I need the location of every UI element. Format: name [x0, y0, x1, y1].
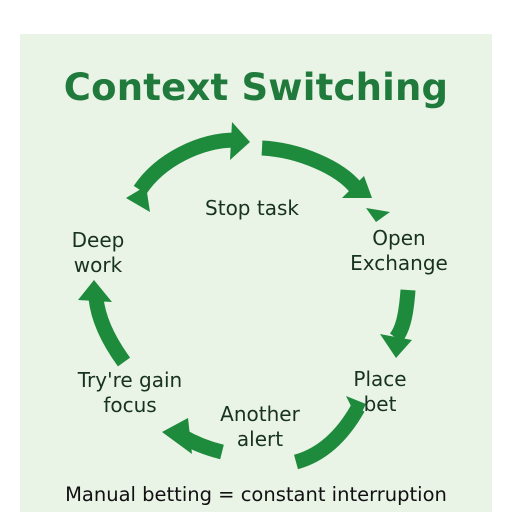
diagram-background	[20, 34, 492, 512]
footer-caption: Manual betting = constant interruption	[65, 483, 447, 506]
step-another-alert: Another alert	[200, 402, 320, 452]
step-another-alert-line2: alert	[236, 427, 284, 451]
step-open-exchange: Open Exchange	[334, 226, 464, 276]
step-deep-work-line1: Deep	[71, 228, 125, 252]
arrow-stop-to-open	[261, 140, 390, 222]
step-stop-task: Stop task	[182, 196, 322, 221]
step-try-regain-focus-line2: focus	[103, 393, 157, 417]
step-place-bet: Place bet	[330, 367, 430, 417]
arrow-open-to-place	[380, 289, 416, 358]
step-try-regain-focus-line1: Try're gain	[77, 368, 183, 392]
step-open-exchange-line1: Open	[372, 226, 426, 250]
step-deep-work: Deep work	[50, 228, 146, 278]
step-stop-task-line1: Stop task	[205, 196, 299, 220]
diagram-title: Context Switching	[63, 66, 449, 109]
arrow-deep-to-stop	[126, 122, 250, 212]
arrow-try-to-deep	[78, 280, 131, 367]
step-place-bet-line2: bet	[363, 392, 397, 416]
step-another-alert-line1: Another	[220, 402, 300, 426]
step-deep-work-line2: work	[73, 253, 123, 277]
arrow-place-to-another	[293, 396, 366, 470]
step-place-bet-line1: Place	[353, 367, 407, 391]
arrow-another-to-try	[162, 418, 224, 460]
step-try-regain-focus: Try're gain focus	[60, 368, 200, 418]
step-open-exchange-line2: Exchange	[350, 251, 448, 275]
